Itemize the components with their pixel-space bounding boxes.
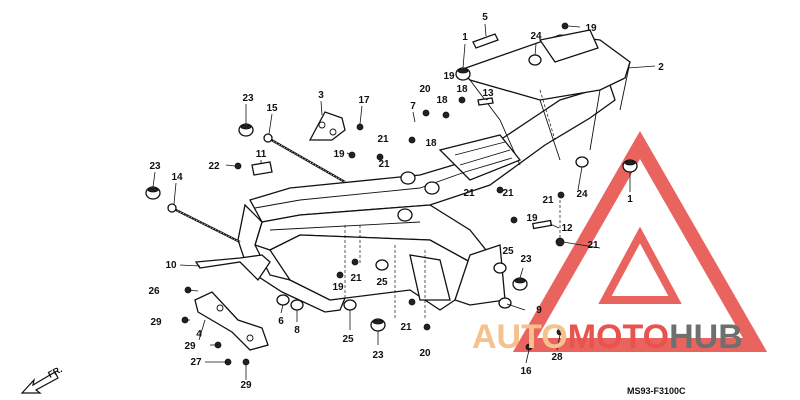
- watermark-moto: MOTO: [568, 318, 669, 356]
- label-20-a: 20: [419, 84, 431, 95]
- label-4: 4: [196, 329, 202, 340]
- label-14: 14: [171, 172, 183, 183]
- label-21-b: 21: [378, 159, 390, 170]
- small-fasteners: [181, 22, 569, 366]
- label-6: 6: [278, 316, 284, 327]
- label-27: 27: [190, 357, 202, 368]
- label-21-c: 21: [463, 188, 475, 199]
- watermark-text: AUTOMOTOHUB: [472, 318, 743, 356]
- watermark-logo: AUTOMOTOHUB: [472, 318, 743, 356]
- leader-lines: [152, 23, 656, 380]
- label-26: 26: [148, 286, 160, 297]
- collars: [145, 54, 638, 332]
- label-19-b: 19: [443, 71, 455, 82]
- watermark-auto: AUTO: [472, 318, 568, 356]
- label-24-b: 24: [576, 189, 588, 200]
- label-9: 9: [536, 305, 542, 316]
- label-29-a: 29: [150, 317, 162, 328]
- label-7: 7: [410, 101, 416, 112]
- label-2: 2: [658, 62, 664, 73]
- front-direction-label: FR.: [46, 364, 63, 380]
- label-17: 17: [358, 95, 370, 106]
- label-19-e: 19: [332, 282, 344, 293]
- label-23-b: 23: [149, 161, 161, 172]
- label-1-top: 1: [462, 32, 468, 43]
- bracket-parts: [194, 33, 553, 351]
- label-25-b: 25: [502, 246, 514, 257]
- label-18-c: 18: [425, 138, 437, 149]
- label-1-right: 1: [627, 194, 633, 205]
- label-29-b: 29: [184, 341, 196, 352]
- label-23-a: 23: [242, 93, 254, 104]
- label-21-a: 21: [377, 134, 389, 145]
- label-22: 22: [208, 161, 220, 172]
- label-18-a: 18: [436, 95, 448, 106]
- label-18-b: 18: [456, 84, 468, 95]
- label-25-c: 25: [342, 334, 354, 345]
- label-10: 10: [165, 260, 177, 271]
- label-19-a: 19: [585, 23, 597, 34]
- label-16: 16: [520, 366, 532, 377]
- alignment-lines: [344, 89, 561, 320]
- front-direction-arrow: FR.: [20, 364, 64, 394]
- diagram-code: MS93-F3100C: [627, 386, 686, 396]
- part-labels: 1 1 2 3 4 5 6 7 8 9 10 11 12 13 14 15 16…: [148, 12, 664, 391]
- label-19-c: 19: [333, 149, 345, 160]
- watermark-hub: HUB: [669, 318, 743, 356]
- label-20-b: 20: [419, 348, 431, 359]
- label-24-a: 24: [530, 31, 542, 42]
- long-bolts: [167, 133, 346, 243]
- main-frame: [237, 29, 631, 313]
- label-13: 13: [482, 88, 494, 99]
- label-21-f: 21: [587, 240, 599, 251]
- label-5: 5: [482, 12, 488, 23]
- label-25-a: 25: [376, 277, 388, 288]
- label-21-d: 21: [502, 188, 514, 199]
- label-21-h: 21: [400, 322, 412, 333]
- label-21-e: 21: [542, 195, 554, 206]
- label-15: 15: [266, 103, 278, 114]
- label-28: 28: [551, 352, 563, 363]
- label-19-d: 19: [526, 213, 538, 224]
- label-8: 8: [294, 325, 300, 336]
- label-29-c: 29: [240, 380, 252, 391]
- label-21-g: 21: [350, 273, 362, 284]
- label-12: 12: [561, 223, 573, 234]
- label-23-c: 23: [520, 254, 532, 265]
- label-11: 11: [256, 149, 267, 160]
- label-23-d: 23: [372, 350, 384, 361]
- label-3: 3: [318, 90, 324, 101]
